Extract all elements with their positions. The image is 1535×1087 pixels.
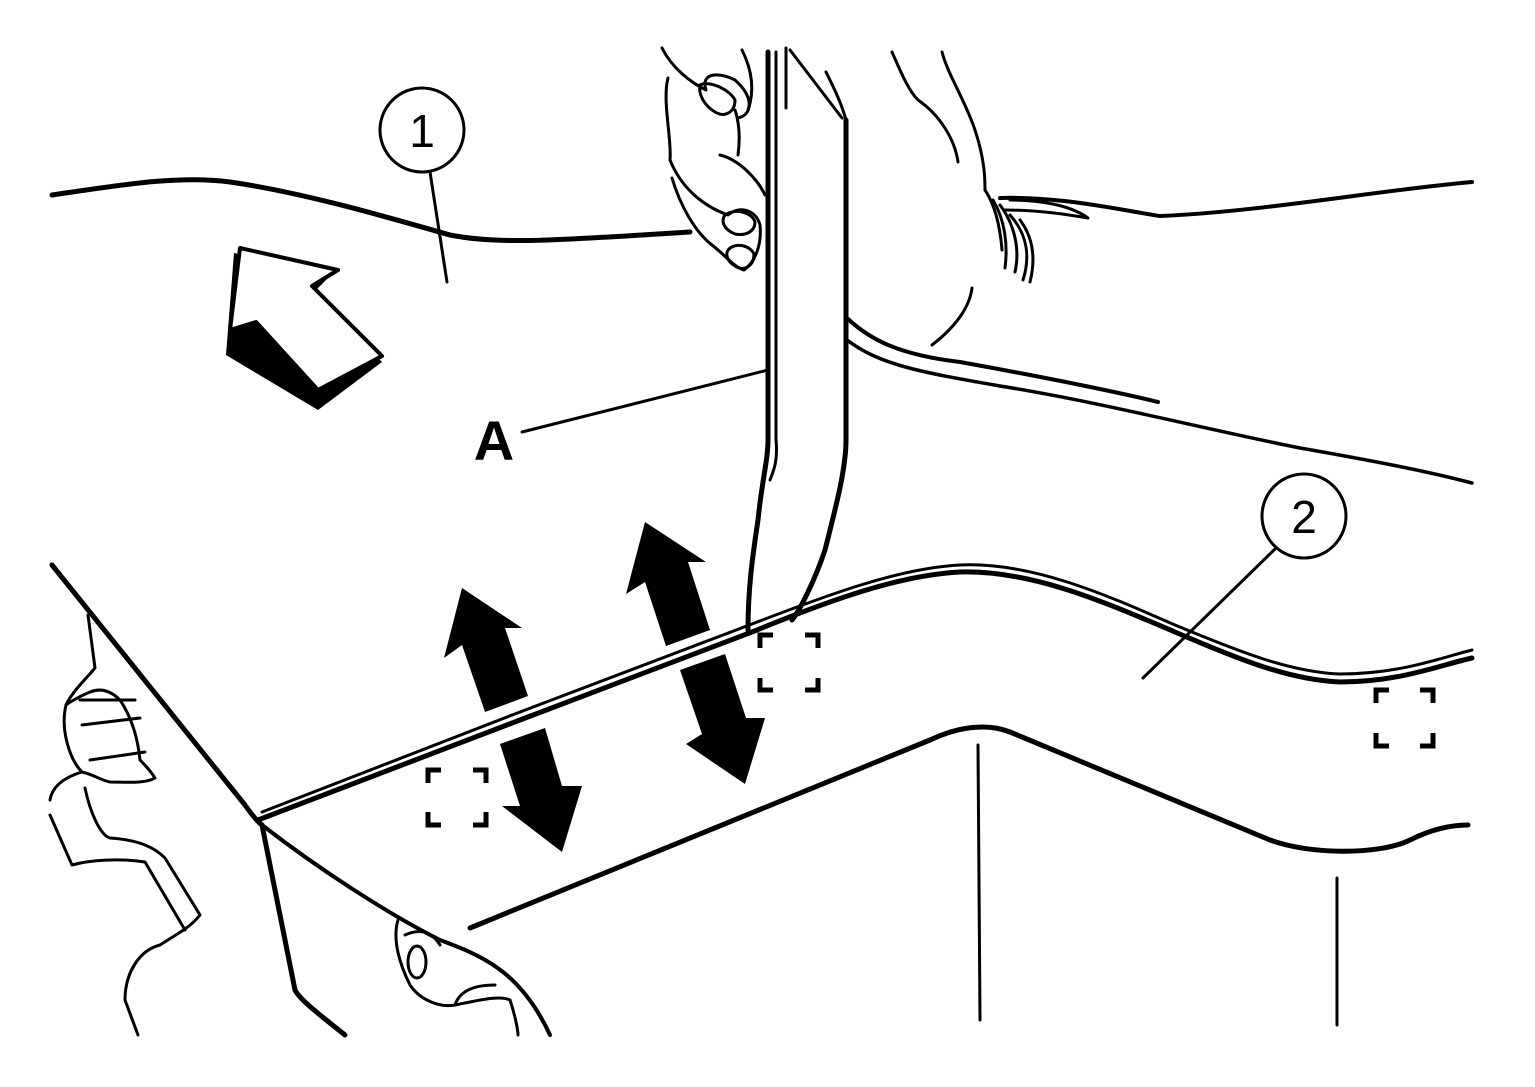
clip-location-icon xyxy=(757,632,821,693)
direction-arrow-icon xyxy=(226,246,384,410)
clip-location-icon xyxy=(1373,687,1436,749)
trim-panel-2 xyxy=(255,563,1475,1027)
latch-icon xyxy=(394,918,520,1037)
label-a: A xyxy=(474,368,770,472)
lower-hand-icon xyxy=(48,613,202,1037)
trim-tool xyxy=(745,46,849,633)
second-hand-icon xyxy=(890,50,1090,347)
callout-1-text: 1 xyxy=(409,105,435,157)
callout-2: 2 xyxy=(1141,472,1348,680)
callout-2-text: 2 xyxy=(1291,491,1317,543)
clip-location-icon xyxy=(425,767,489,828)
callout-1: 1 xyxy=(378,86,466,284)
double-arrow-icon xyxy=(626,522,765,784)
label-a-text: A xyxy=(474,409,514,472)
double-arrow-icon xyxy=(444,588,582,852)
trim-panel-1 xyxy=(49,177,1474,485)
hand-icon xyxy=(660,46,767,272)
pillar-edge xyxy=(49,562,552,1038)
